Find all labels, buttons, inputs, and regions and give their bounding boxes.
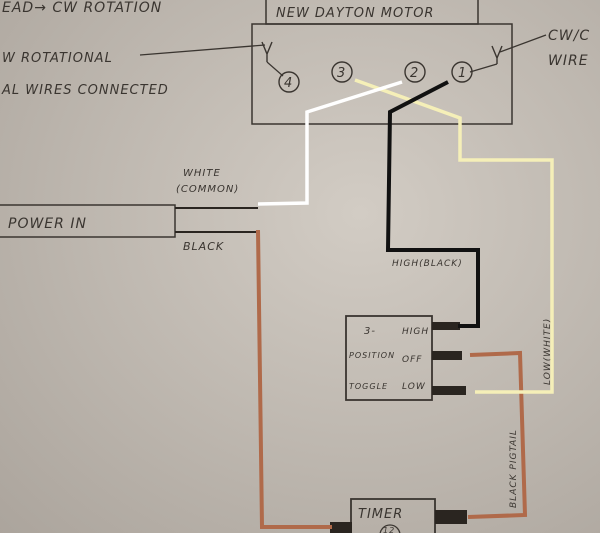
- black-wire-high: [385, 80, 480, 328]
- timer: TIMER 12: [330, 498, 467, 533]
- svg-text:2: 2: [410, 66, 419, 81]
- terminal-1: 1: [451, 61, 473, 83]
- power-in-cable: POWER IN WHITE (COMMON) BLACK: [0, 168, 258, 253]
- toggle-high: HIGH: [402, 327, 429, 337]
- svg-text:3-: 3-: [364, 326, 376, 337]
- cream-wire-low: [354, 78, 554, 394]
- note-wire: WIRE: [548, 53, 589, 69]
- note-rotational: W ROTATIONAL: [2, 51, 113, 66]
- toggle-low: LOW: [402, 382, 426, 392]
- svg-text:4: 4: [284, 76, 293, 91]
- motor: NEW DAYTON MOTOR 4 3 2 1: [251, 0, 513, 125]
- brown-wire-pigtail: [467, 350, 528, 519]
- black-pigtail-label: BLACK PIGTAIL: [509, 429, 519, 508]
- power-in-label: POWER IN: [8, 216, 87, 232]
- terminal-2: 2: [404, 61, 426, 83]
- white-label: WHITE: [183, 168, 221, 179]
- common-label: (COMMON): [176, 184, 239, 195]
- svg-text:TOGGLE: TOGGLE: [349, 382, 388, 391]
- svg-text:3: 3: [337, 66, 346, 81]
- leader-line: [499, 34, 547, 53]
- svg-text:12: 12: [383, 526, 395, 533]
- note-cw: CW/C: [548, 28, 590, 44]
- terminal-4: 4: [278, 71, 300, 93]
- leader-line: [139, 44, 266, 56]
- svg-text:POSITION: POSITION: [349, 351, 395, 360]
- toggle-off: OFF: [402, 355, 422, 365]
- timer-label: TIMER: [358, 507, 403, 522]
- brown-wire-power: [256, 229, 332, 529]
- low-white-label: LOW(WHITE): [543, 318, 553, 385]
- white-wire-common: [257, 80, 403, 206]
- note-wires-connected: AL WIRES CONNECTED: [1, 83, 169, 98]
- motor-title: NEW DAYTON MOTOR: [276, 6, 434, 21]
- high-black-label: HIGH(BLACK): [392, 259, 463, 269]
- svg-text:1: 1: [458, 66, 467, 81]
- toggle-switch: 3- POSITION TOGGLE HIGH OFF LOW: [345, 315, 466, 401]
- terminal-3: 3: [331, 61, 353, 83]
- black-label: BLACK: [183, 240, 224, 253]
- note-cw-rotation: EAD→ CW ROTATION: [2, 0, 162, 16]
